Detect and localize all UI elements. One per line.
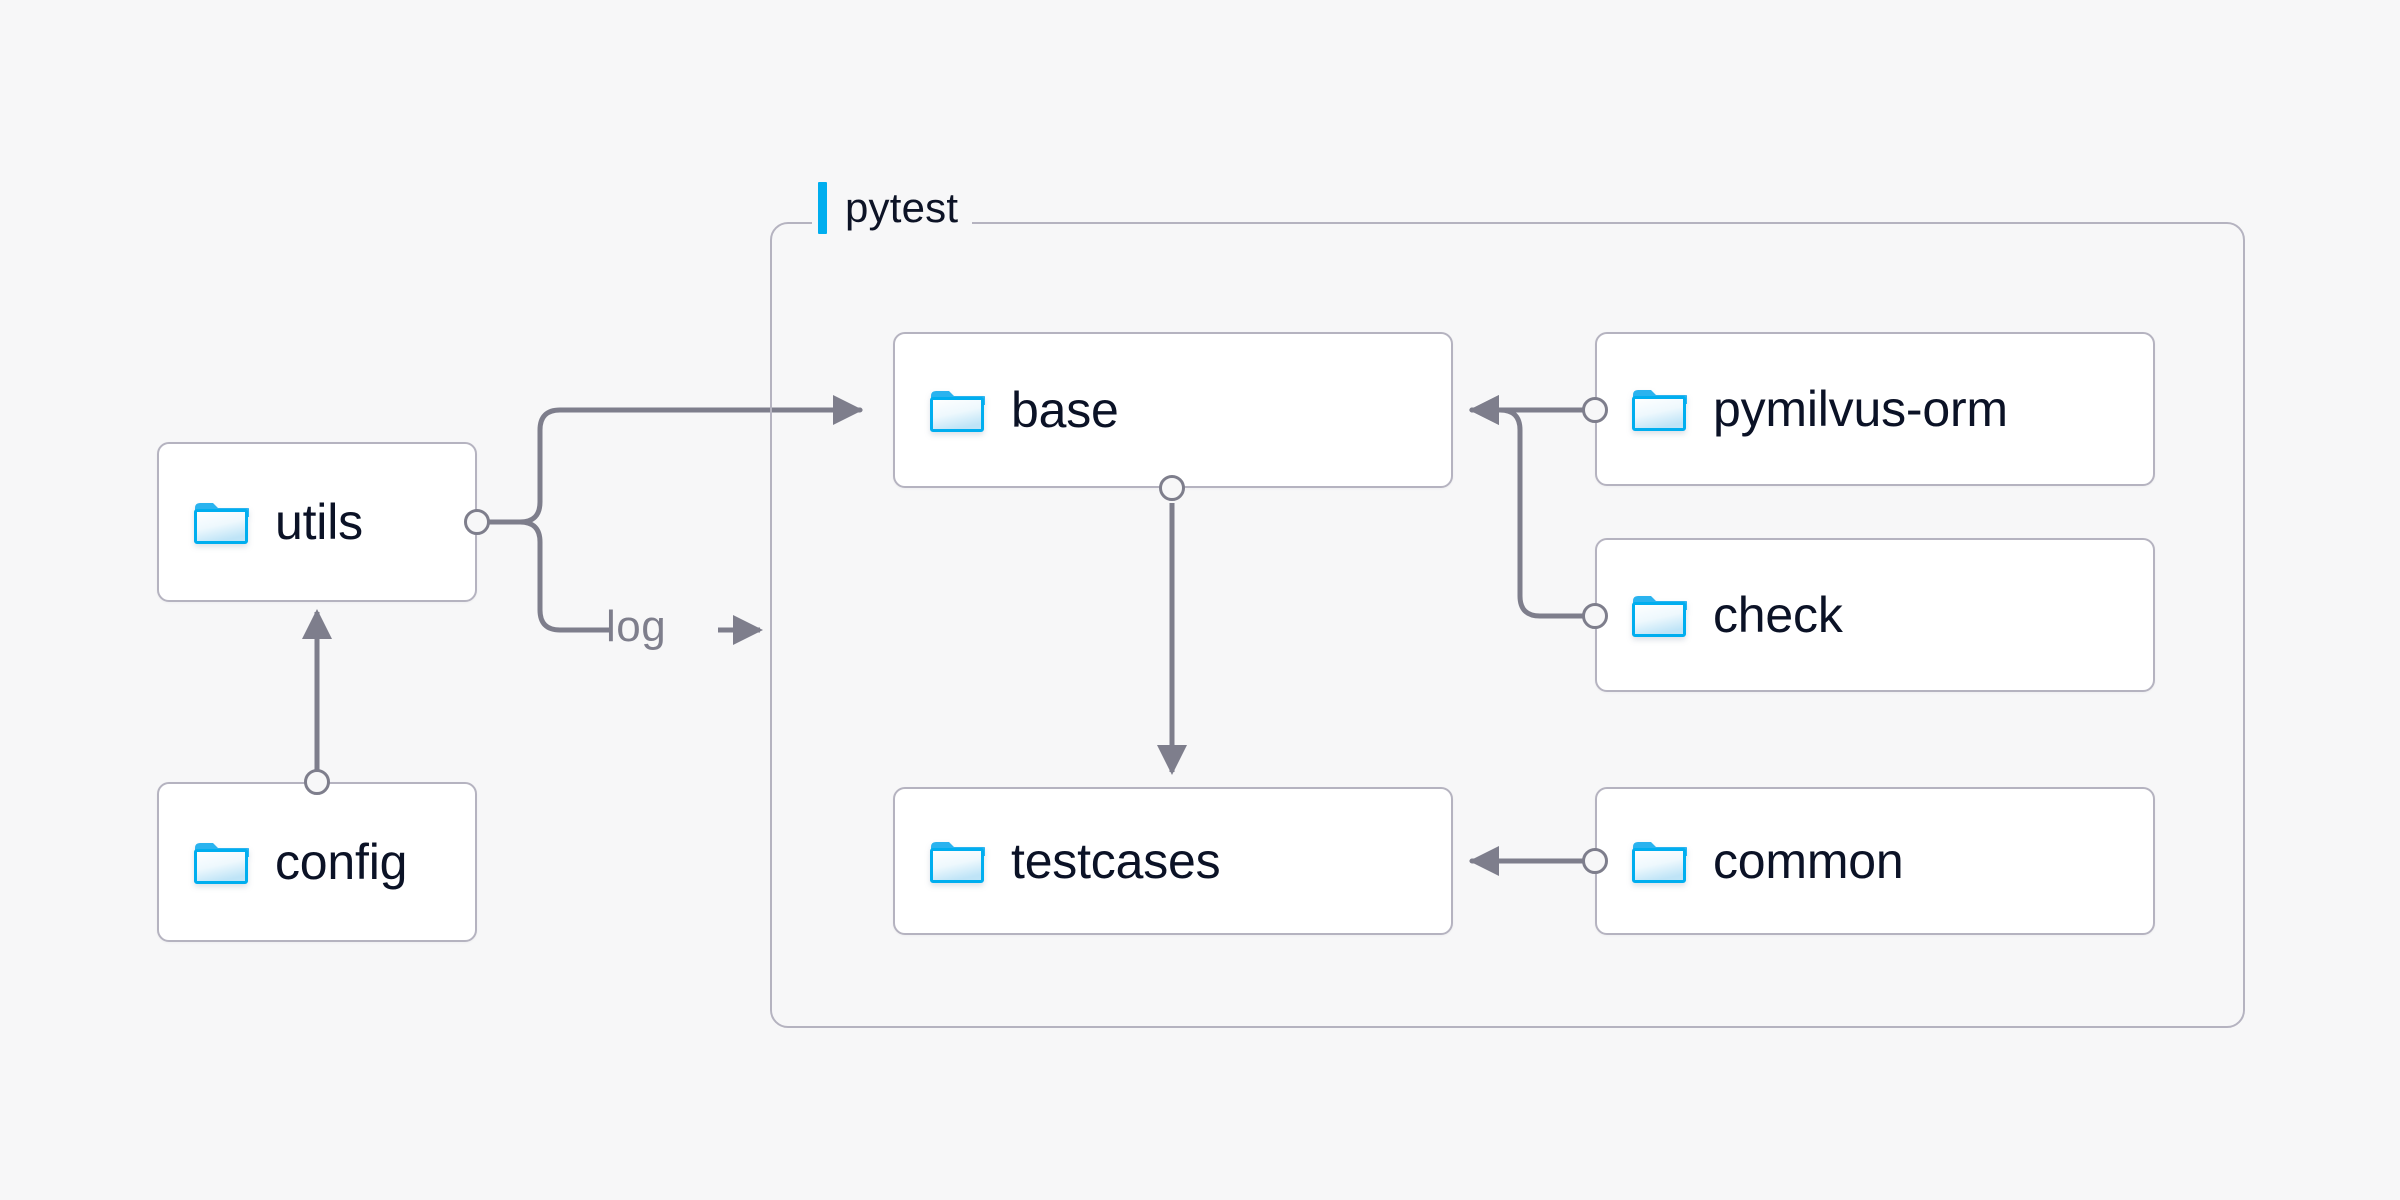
node-base-label: base	[1011, 382, 1119, 438]
node-check-label: check	[1713, 587, 1843, 643]
folder-icon	[929, 386, 985, 434]
node-config[interactable]: config	[157, 782, 477, 942]
node-config-label: config	[275, 834, 408, 890]
folder-icon	[1631, 385, 1687, 433]
folder-icon	[193, 498, 249, 546]
edge-utils-to-pytest-log	[487, 519, 613, 633]
group-pytest-label: pytest	[812, 182, 973, 234]
port-config-top[interactable]	[304, 769, 330, 795]
node-testcases[interactable]: testcases	[893, 787, 1453, 935]
edge-label-log: log	[606, 602, 667, 651]
node-check[interactable]: check	[1595, 538, 2155, 692]
node-base[interactable]: base	[893, 332, 1453, 488]
folder-icon	[929, 837, 985, 885]
folder-icon	[1631, 837, 1687, 885]
port-base-bottom[interactable]	[1159, 475, 1185, 501]
port-pymilvus-orm-left[interactable]	[1582, 397, 1608, 423]
group-pytest[interactable]	[770, 222, 2245, 1028]
node-pymilvus-orm-label: pymilvus-orm	[1713, 381, 2008, 437]
port-check-left[interactable]	[1582, 603, 1608, 629]
node-testcases-label: testcases	[1011, 833, 1221, 889]
group-title-text: pytest	[845, 184, 959, 231]
group-accent-bar	[818, 182, 827, 234]
node-common[interactable]: common	[1595, 787, 2155, 935]
port-common-left[interactable]	[1582, 848, 1608, 874]
node-common-label: common	[1713, 833, 1904, 889]
node-utils[interactable]: utils	[157, 442, 477, 602]
folder-icon	[193, 838, 249, 886]
port-utils-right[interactable]	[464, 509, 490, 535]
node-utils-label: utils	[275, 494, 363, 550]
folder-icon	[1631, 591, 1687, 639]
node-pymilvus-orm[interactable]: pymilvus-orm	[1595, 332, 2155, 486]
